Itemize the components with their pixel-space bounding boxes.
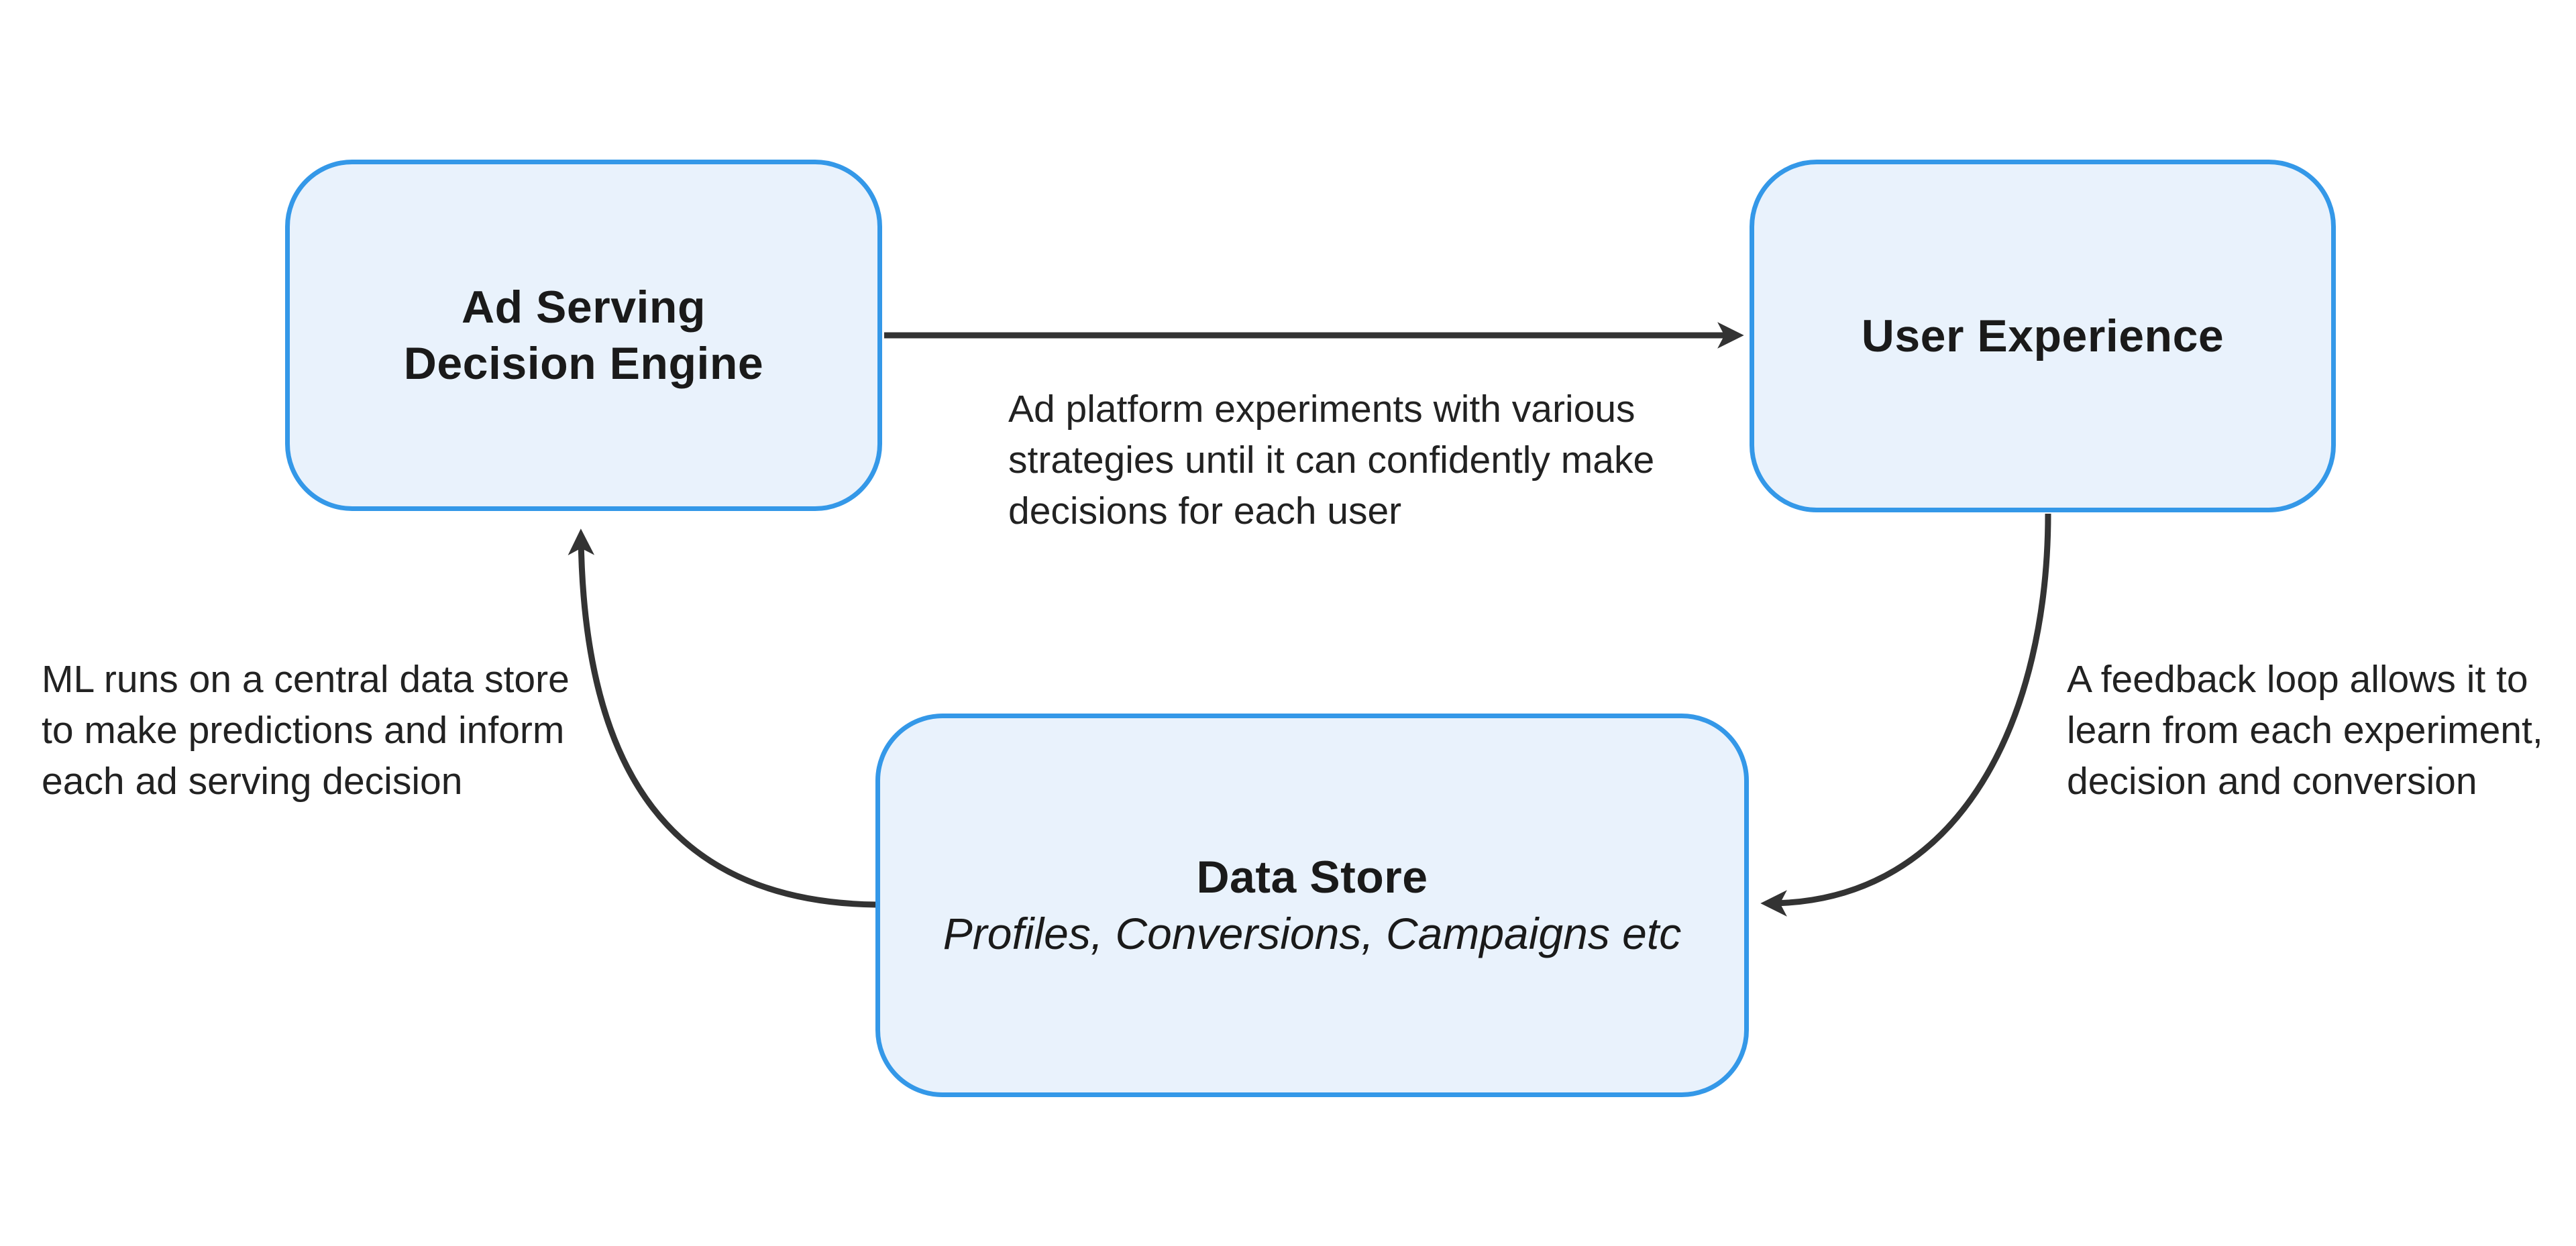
annotation-feedback-loop: A feedback loop allows it to learn from …: [2067, 658, 2543, 803]
node-label: Data Store: [1196, 852, 1428, 903]
arrow-datastore-to-engine: [568, 528, 877, 908]
node-sublabel: Profiles, Conversions, Campaigns etc: [943, 909, 1682, 958]
node-label: User Experience: [1861, 310, 2224, 361]
annotation-ml-data-store: ML runs on a central data store to make …: [42, 658, 570, 803]
node-data-store: Data Store Profiles, Conversions, Campai…: [875, 714, 1749, 1097]
node-label: Ad Serving Decision Engine: [403, 282, 764, 389]
node-ad-serving-decision-engine: Ad Serving Decision Engine: [285, 160, 882, 511]
node-user-experience: User Experience: [1750, 160, 2336, 512]
arrow-experience-to-datastore: [1760, 513, 2051, 917]
annotation-experiments: Ad platform experiments with various str…: [1008, 388, 1655, 532]
